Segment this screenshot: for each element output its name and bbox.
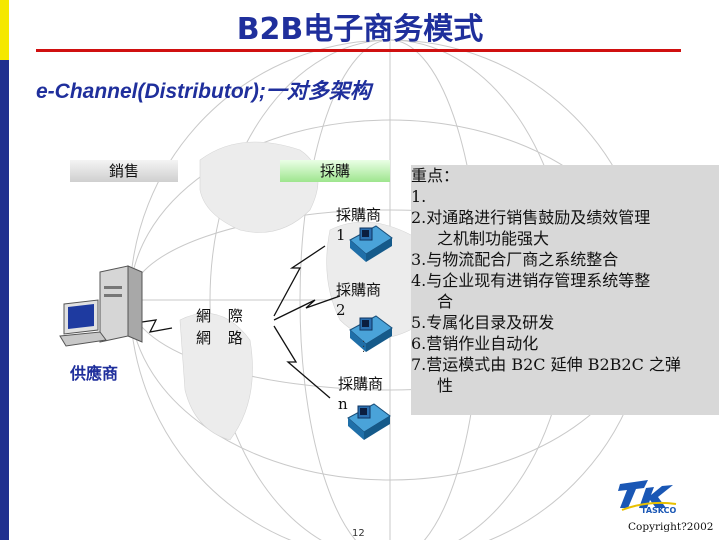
buyer-label-n: 採購商 n <box>338 374 383 414</box>
slide-title: B2B电子商务模式 <box>236 12 484 47</box>
buyer-label-1: 採購商 1 <box>336 205 381 245</box>
sales-label: 銷售 <box>70 160 178 182</box>
note-line: 性 <box>437 376 454 395</box>
note-line: 1. <box>411 187 427 206</box>
buyer-1-index: 1 <box>336 226 346 244</box>
buyer-station-icon-1 <box>349 225 393 262</box>
note-line: 6.营销作业自动化 <box>411 334 539 353</box>
key-points-panel: 重点： 1. 2.对通路进行销售鼓励及绩效管理 之机制功能强大 3.与物流配合厂… <box>411 165 719 415</box>
tk-logo-icon <box>618 480 677 511</box>
buyer-link-1 <box>273 245 326 317</box>
slide-subtitle: e-Channel(Distributor);一对多架构 <box>36 80 371 103</box>
supplier-link <box>141 319 173 333</box>
note-line: 3.与物流配合厂商之系统整合 <box>411 250 619 269</box>
logo-text: TASKCO <box>641 506 677 515</box>
buyer-n-name: 採購商 <box>338 375 384 393</box>
note-line: 2.对通路进行销售鼓励及绩效管理 <box>411 208 651 227</box>
buyer-label-2: 採購商 2 <box>336 280 381 320</box>
note-line: 重点： <box>411 166 460 185</box>
left-accent-bar <box>0 0 9 540</box>
purchase-label: 採購 <box>280 160 390 182</box>
supplier-label: 供應商 <box>70 364 119 383</box>
note-line: 7.营运模式由 B2C 延伸 B2B2C 之弹 <box>411 355 681 374</box>
yellow-accent <box>0 0 9 60</box>
buyer-link-n <box>273 325 331 399</box>
buyer-n-index: n <box>338 395 348 413</box>
note-line: 4.与企业现有进销存管理系统等整 <box>411 271 651 290</box>
page-number: 12 <box>352 528 365 539</box>
title-underline <box>36 49 681 52</box>
buyer-link-2 <box>273 295 341 321</box>
ellipsis-dots: ··· <box>362 337 366 358</box>
network-label: 網 際 網 路 <box>196 307 249 347</box>
copyright-text: Copyright?2002 <box>628 521 714 533</box>
note-line: 合 <box>437 292 454 311</box>
server-icon <box>59 265 143 347</box>
buyer-1-name: 採購商 <box>336 206 382 224</box>
buyer-station-icon-n <box>347 403 391 440</box>
buyer-2-name: 採購商 <box>336 281 382 299</box>
buyer-2-index: 2 <box>336 301 346 319</box>
note-line: 之机制功能强大 <box>437 229 550 248</box>
buyer-station-icon-2 <box>349 315 393 352</box>
note-line: 5.专属化目录及研发 <box>411 313 555 332</box>
